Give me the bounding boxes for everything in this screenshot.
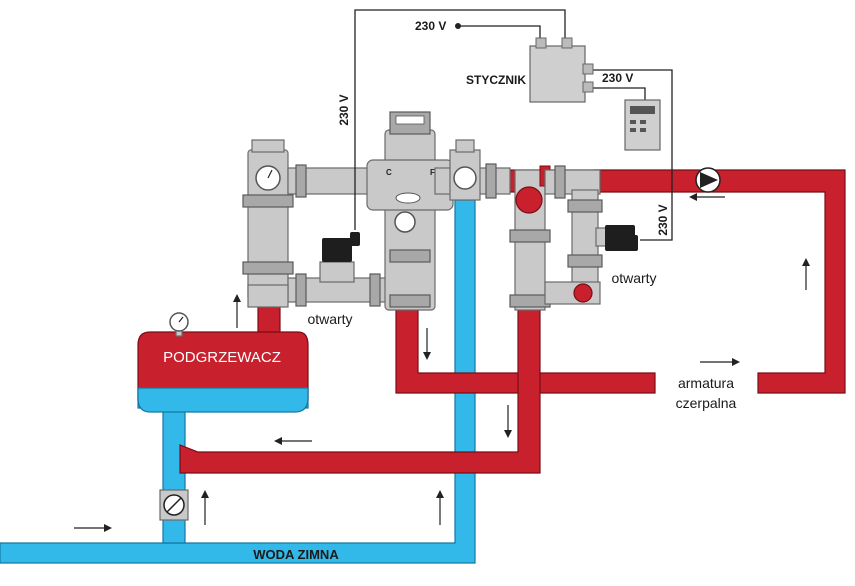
hot-return-pipe [179, 304, 541, 474]
voltage-right-top-label: 230 V [602, 71, 633, 85]
cold-water-valve [159, 489, 189, 521]
tap-label-line1: armatura [678, 375, 734, 391]
contactor-box [529, 37, 594, 103]
pump-icon [695, 167, 721, 193]
check-valve [515, 186, 543, 214]
tap-label-line2: czerpalna [676, 395, 737, 411]
mixer-thermometer [394, 211, 416, 233]
contactor-label: STYCZNIK [466, 73, 526, 87]
valve-right-state: otwarty [611, 270, 656, 286]
wiring [354, 9, 673, 241]
voltage-right-vertical-label: 230 V [656, 204, 670, 235]
mixer-cold-label: F [430, 168, 435, 177]
thermometer-gauge-right [453, 166, 477, 190]
voltage-top-label: 230 V [415, 19, 446, 33]
solenoid-valve-right-icon [595, 225, 638, 251]
cold-water-label: WODA ZIMNA [253, 547, 339, 562]
cold-inlet-fitting [434, 139, 511, 201]
valve-left-state: otwarty [307, 311, 352, 327]
voltage-left-label: 230 V [337, 94, 351, 125]
solenoid-valve-icon [319, 232, 360, 283]
right-return-assembly [509, 165, 603, 311]
flow-arrows [74, 193, 810, 532]
controller-panel-icon [624, 99, 661, 151]
mixer-hot-label: C [386, 168, 392, 177]
heater-tank: PODGRZEWACZ [137, 331, 309, 413]
pressure-gauge-icon [169, 312, 189, 337]
mixing-valve: C F [366, 111, 454, 311]
heater-label: PODGRZEWACZ [163, 349, 281, 366]
